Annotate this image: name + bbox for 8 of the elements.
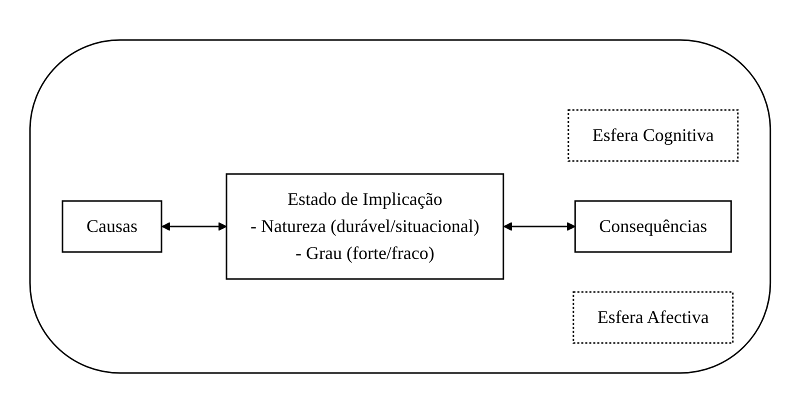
- arrow: [161, 222, 227, 230]
- node-box: Causas: [62, 200, 162, 252]
- node-box: Esfera Afectiva: [572, 290, 734, 344]
- node-box: Estado de Implicação - Natureza (durável/situacional) - Grau (forte/fraco): [226, 172, 504, 280]
- node-box: Esfera Cognitiva: [567, 108, 738, 162]
- node-box: Consequências: [574, 200, 732, 252]
- arrow: [503, 222, 576, 230]
- cluster: [29, 38, 771, 374]
